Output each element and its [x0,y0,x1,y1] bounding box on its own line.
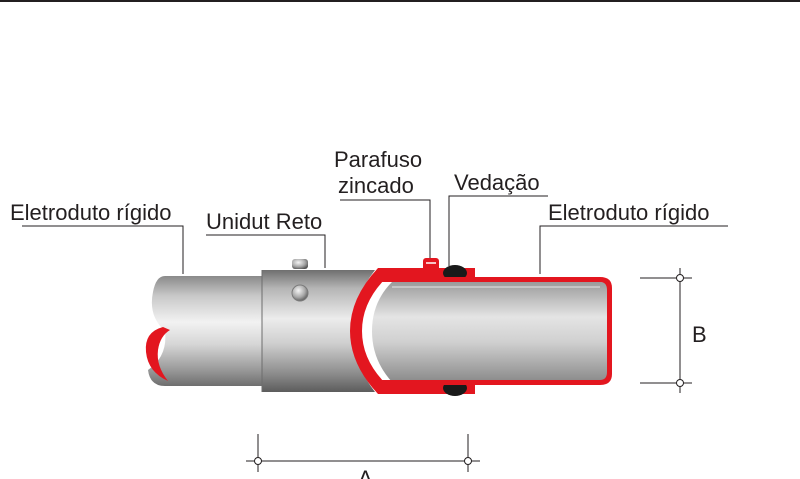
right-conduit [372,277,612,385]
label-screw-line1: Parafuso [334,147,422,172]
label-screw-line2: zincado [338,173,414,198]
body-screw-hole [291,284,309,302]
zinc-screw [423,258,439,274]
left-conduit [145,276,262,386]
label-seal: Vedação [454,170,540,195]
leader-unidut [206,234,326,268]
label-dim-a: A [358,466,373,479]
right-conduit-wall-bottom [372,380,600,385]
dimension-a: A [246,434,480,479]
label-unidut: Unidut Reto [206,209,322,234]
leader-seal [448,195,548,266]
dimension-b: B [640,268,707,393]
label-left-conduit: Eletroduto rígido [10,200,171,225]
leader-lines [22,195,728,274]
label-right-conduit: Eletroduto rígido [548,200,709,225]
leader-right-conduit [539,225,728,274]
leader-screw [340,199,431,258]
leader-left-conduit [22,225,184,274]
left-conduit-cut-edge [145,327,170,381]
label-dim-b: B [692,322,707,347]
unidut-body [261,259,375,392]
right-conduit-wall-top [372,277,600,282]
